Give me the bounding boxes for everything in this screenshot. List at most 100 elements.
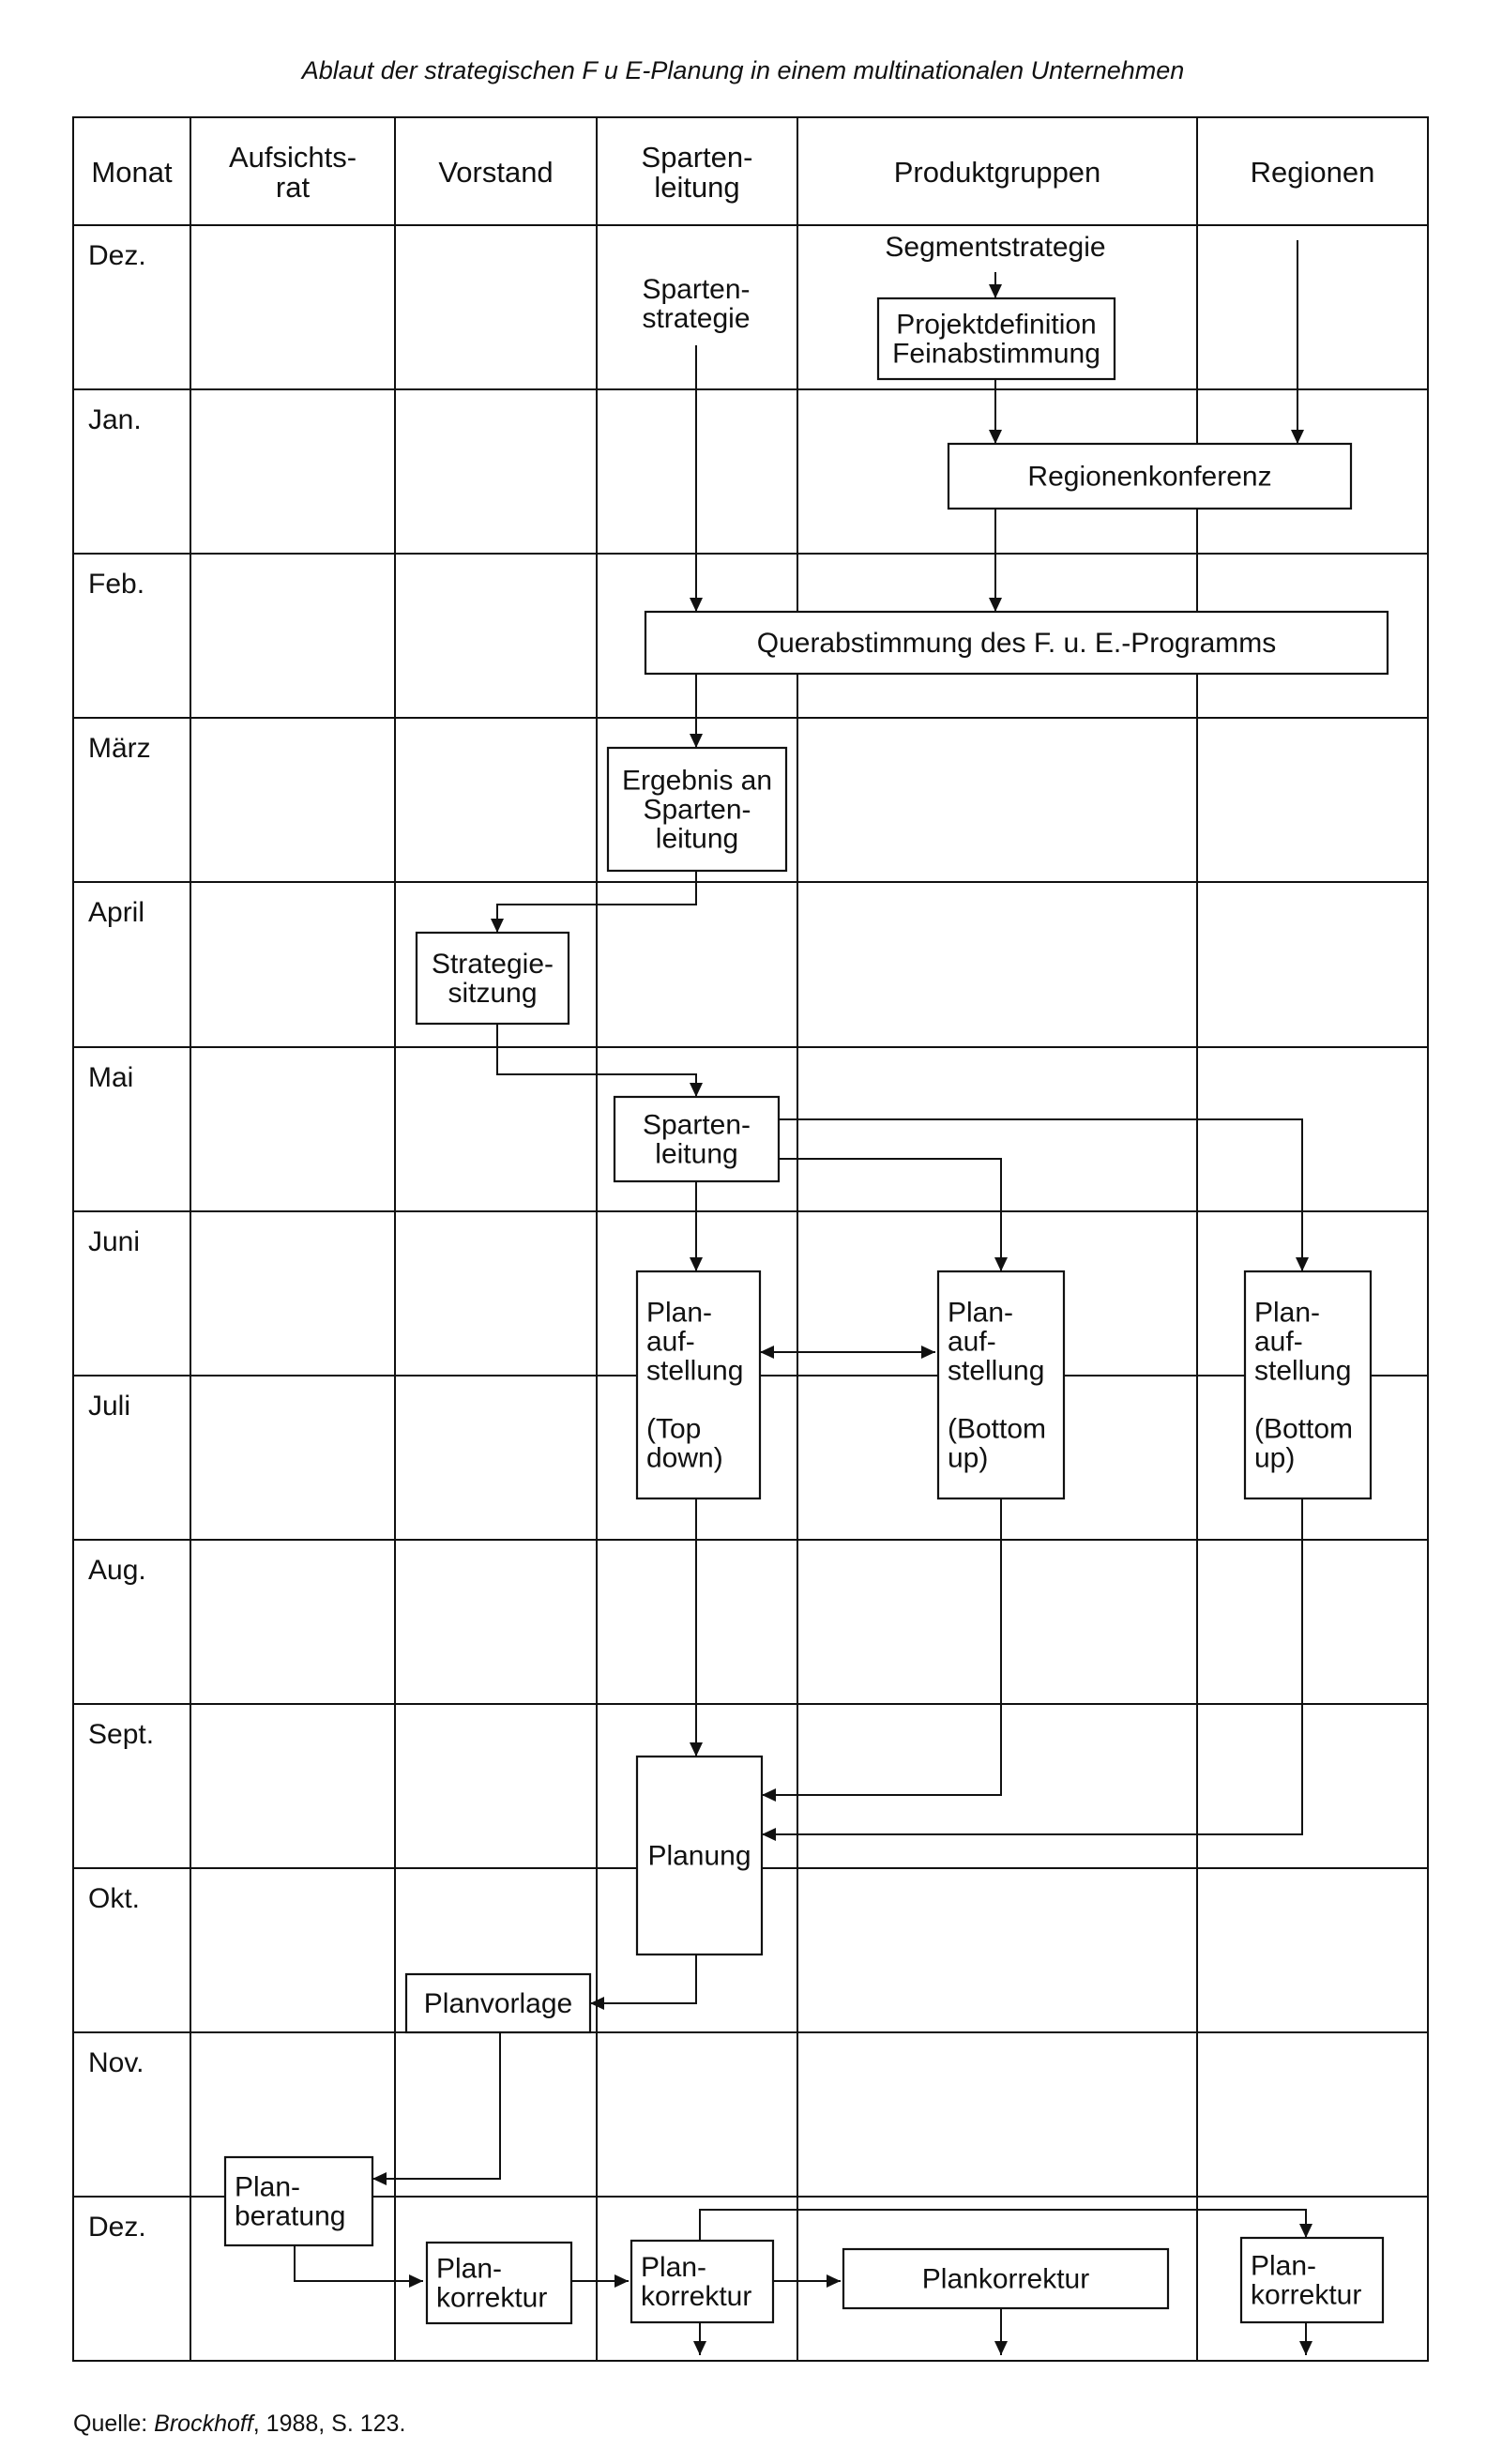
grid-frame (72, 116, 1429, 2362)
month-label: Aug. (88, 1555, 146, 1586)
box-line: Plan- (641, 2252, 706, 2283)
header-line: Aufsichts- (229, 141, 357, 174)
box-frame (635, 1755, 764, 1956)
box-line: auf- (948, 1327, 996, 1358)
header-aufsichtsrat: Aufsichts-rat (229, 141, 357, 204)
flow-arrow (294, 2245, 423, 2282)
label-segmentstrategie: Segmentstrategie (885, 232, 1105, 263)
box-line: Plan- (948, 1298, 1013, 1329)
box-line: stellung (646, 1356, 743, 1387)
month-label: März (88, 733, 151, 764)
box-line: korrektur (436, 2283, 547, 2314)
month-label: Sept. (88, 1719, 154, 1750)
flow-arrow (762, 1498, 1002, 1796)
box-line: Plan- (1254, 1298, 1320, 1329)
arrowhead (690, 734, 703, 748)
month-label: Mai (88, 1062, 133, 1093)
arrowhead (762, 1788, 776, 1802)
flow-arrow (372, 2032, 501, 2180)
box-line: Ergebnis an (622, 766, 772, 797)
arrowhead (590, 1997, 604, 2010)
header-line: Produktgruppen (894, 156, 1101, 189)
box-line: korrektur (641, 2281, 751, 2312)
flow-arrow (779, 1118, 1303, 1271)
arrowhead (409, 2274, 423, 2288)
month-label: Jan. (88, 404, 142, 435)
arrowhead (690, 1742, 703, 1757)
box-line: Plan- (235, 2172, 300, 2203)
box-line: stellung (948, 1356, 1044, 1387)
box-frame (635, 1270, 762, 1500)
box-line: sitzung (448, 978, 537, 1009)
arrowhead (994, 1257, 1008, 1271)
box-text: Sparten-leitung (643, 1110, 751, 1170)
box-line: Regionenkonferenz (1027, 462, 1271, 493)
arrowhead (994, 2341, 1008, 2355)
box-line: Sparten- (643, 795, 751, 826)
box-line: leitung (656, 824, 738, 855)
box-text: Plan-korrektur (641, 2252, 751, 2312)
arrowhead (690, 1083, 703, 1097)
arrowhead (372, 2172, 387, 2185)
box-line: Plan- (1251, 2251, 1316, 2282)
box-text: Strategie-sitzung (432, 949, 554, 1009)
box-line: auf- (1254, 1327, 1303, 1358)
header-regionen: Regionen (1251, 156, 1375, 189)
box-plankorrektur-sparten: Plan-korrektur (630, 2239, 775, 2324)
arrowhead (827, 2274, 841, 2288)
box-text: Querabstimmung des F. u. E.-Programms (757, 628, 1277, 659)
flow-arrow (779, 1158, 1002, 1271)
box-frame (415, 931, 570, 1026)
arrowhead (989, 598, 1002, 612)
header-monat: Monat (91, 156, 173, 189)
box-text: Planvorlage (424, 1988, 572, 2019)
flow-arrow (762, 1498, 1303, 1835)
box-line: Plan- (436, 2254, 502, 2285)
box-frame (1243, 1270, 1373, 1500)
label-line: Sparten- (642, 274, 750, 305)
box-frame (223, 2155, 374, 2247)
month-label: April (88, 897, 144, 928)
header-line: Monat (91, 156, 173, 189)
box-planung: Planung (635, 1755, 764, 1956)
arrowhead (491, 919, 504, 933)
arrowhead (1291, 430, 1304, 444)
month-label: Dez. (88, 240, 146, 271)
arrowhead (615, 2274, 629, 2288)
box-line: korrektur (1251, 2280, 1361, 2311)
box-querabstimmung: Querabstimmung des F. u. E.-Programms (644, 610, 1389, 676)
box-frame (630, 2239, 775, 2324)
box-frame (404, 1972, 592, 2034)
box-plankorrektur-vorstand: Plan-korrektur (425, 2241, 573, 2325)
label-line: Segmentstrategie (885, 232, 1105, 263)
month-label: Juni (88, 1226, 140, 1257)
box-line: beratung (235, 2201, 345, 2232)
diagram-title: Ablaut der strategischen F u E-Planung i… (300, 56, 1185, 84)
month-label: Juli (88, 1391, 130, 1422)
header-produktgruppen: Produktgruppen (894, 156, 1101, 189)
box-frame (613, 1095, 781, 1183)
box-line: Plankorrektur (922, 2264, 1089, 2295)
box-text: Regionenkonferenz (1027, 462, 1271, 493)
box-line: leitung (655, 1139, 737, 1170)
box-line: Plan- (646, 1298, 712, 1329)
box-strategiesitzung: Strategie-sitzung (415, 931, 570, 1026)
box-frame (425, 2241, 573, 2325)
box-text: Planung (647, 1841, 751, 1872)
box-line: up) (1254, 1443, 1295, 1474)
arrowhead (762, 1828, 776, 1841)
box-frame (842, 2247, 1170, 2310)
box-plankorrektur-pg: Plankorrektur (842, 2247, 1170, 2310)
arrowhead (1296, 1257, 1309, 1271)
flow-arrow (590, 1954, 697, 2004)
box-line: Querabstimmung des F. u. E.-Programms (757, 628, 1277, 659)
header-line: Vorstand (438, 156, 553, 189)
box-line: Projektdefinition (896, 310, 1096, 341)
